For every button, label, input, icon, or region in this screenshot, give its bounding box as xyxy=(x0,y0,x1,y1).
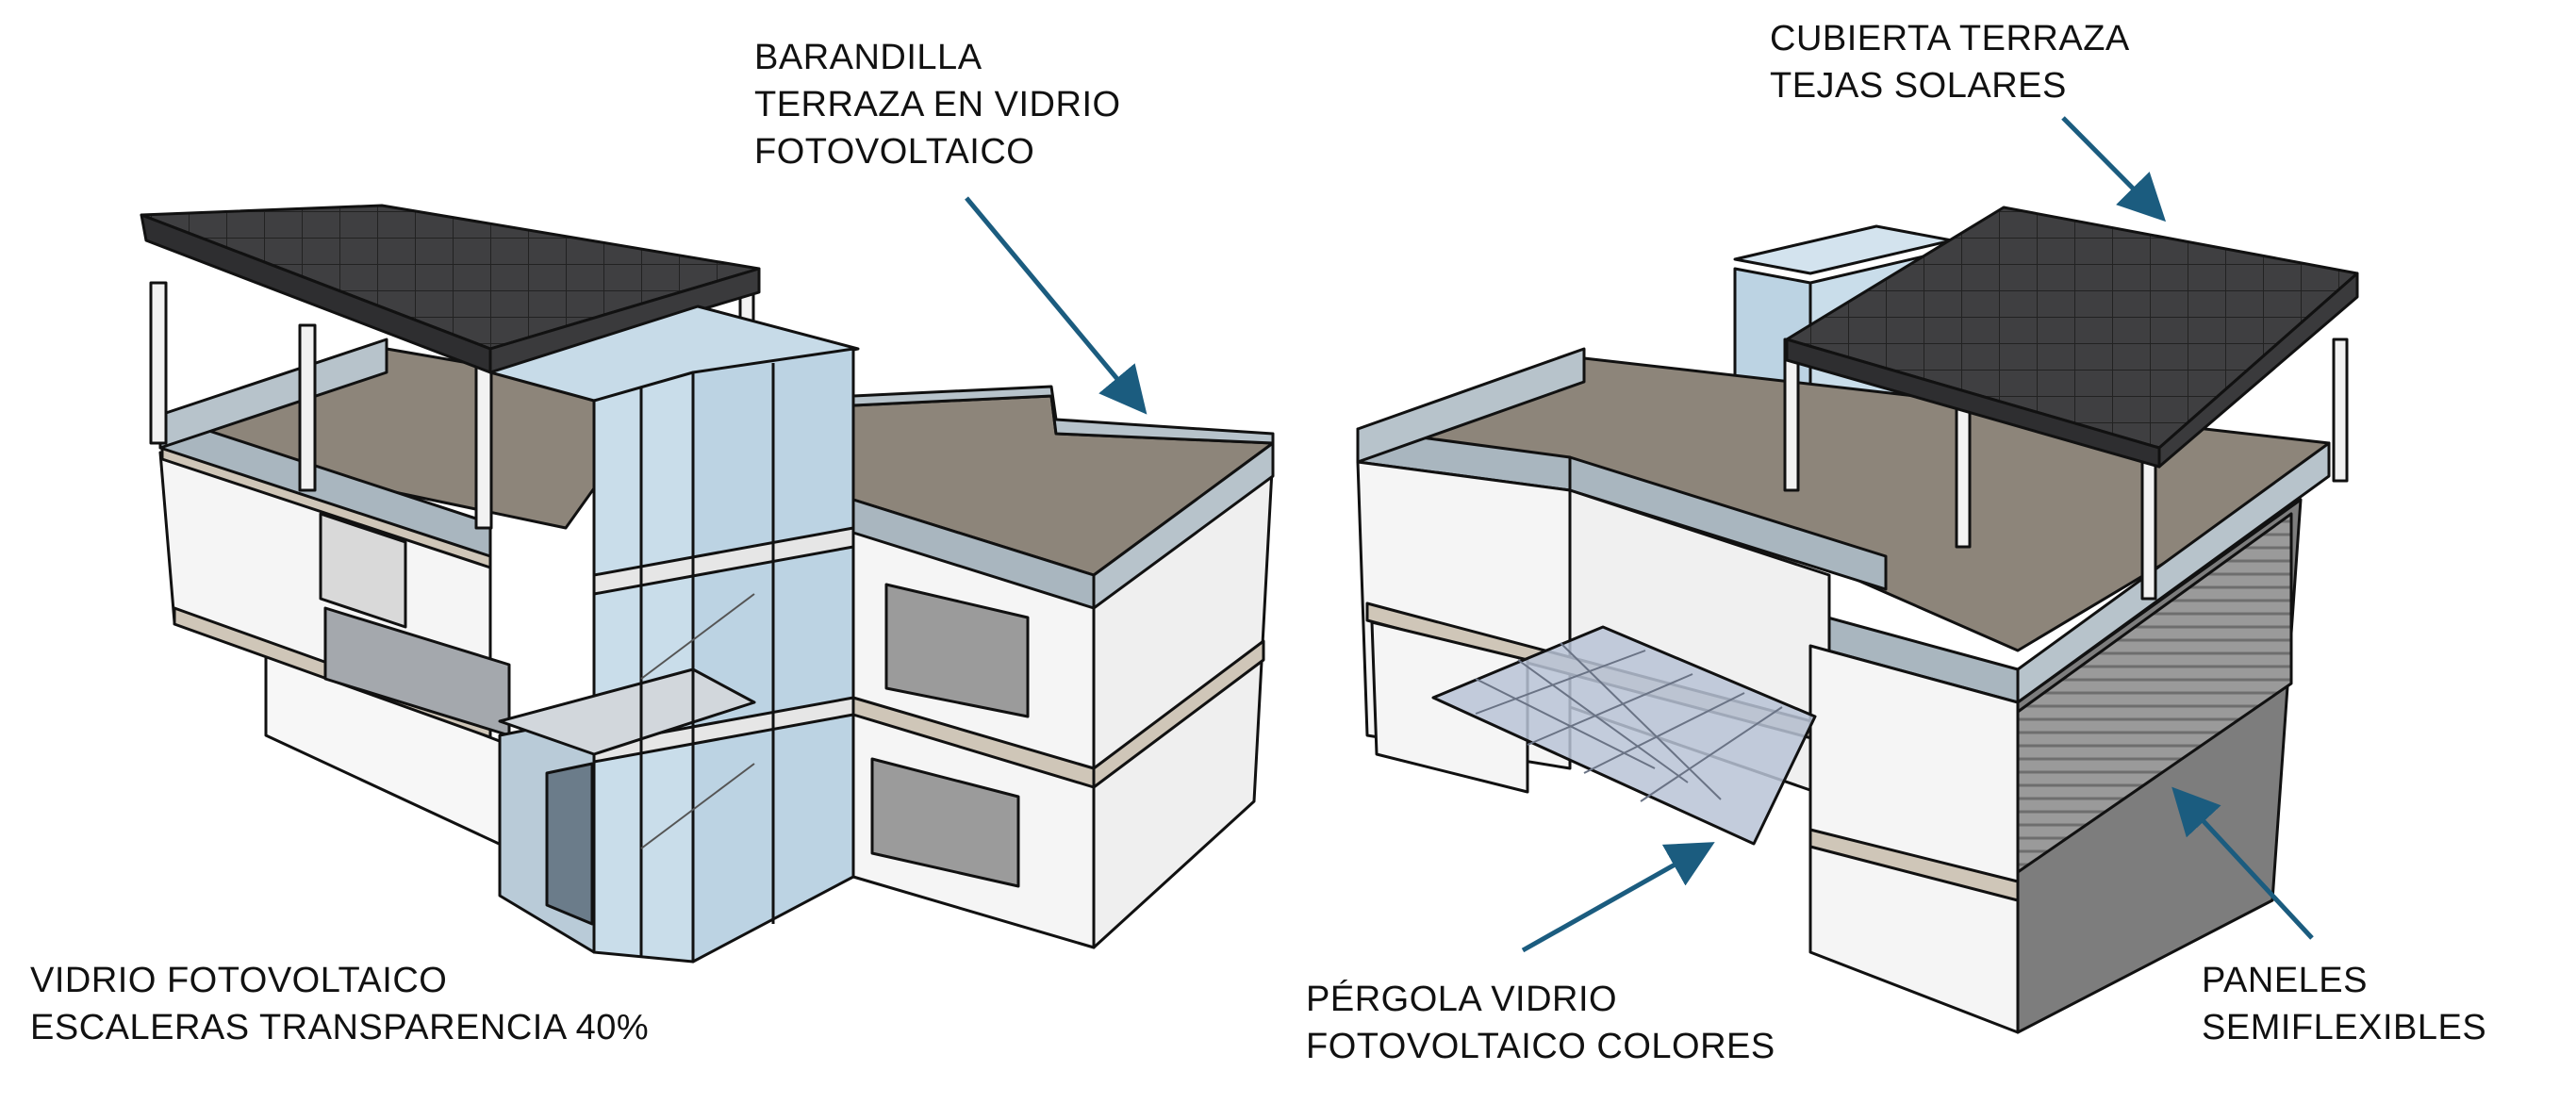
right-railing-back xyxy=(1356,347,1586,464)
label-paneles: PANELES SEMIFLEXIBLES xyxy=(2202,957,2486,1051)
label-pergola: PÉRGOLA VIDRIO FOTOVOLTAICO COLORES xyxy=(1306,976,1775,1070)
stair-tower-landing xyxy=(498,667,756,756)
stair-tower-top xyxy=(488,305,860,403)
arrow-cubierta xyxy=(2061,116,2167,222)
arrow-paneles xyxy=(2171,786,2314,940)
label-vidrio-escaleras: VIDRIO FOTOVOLTAICO ESCALERAS TRANSPAREN… xyxy=(30,957,649,1051)
label-cubierta: CUBIERTA TERRAZA TEJAS SOLARES xyxy=(1770,15,2130,109)
label-line: TEJAS SOLARES xyxy=(1770,66,2067,106)
glass-pergola-grid xyxy=(1475,642,1783,802)
right-solar-roof-edge-right xyxy=(2157,272,2359,469)
right-building xyxy=(1356,206,2359,1034)
label-line: FOTOVOLTAICO xyxy=(754,132,1035,172)
left-column-2 xyxy=(298,323,317,492)
right-railing-inner xyxy=(1568,455,1888,591)
left-wing-lower-wall xyxy=(1370,620,1529,794)
stair-flight-2 xyxy=(640,763,755,849)
label-line: SEMIFLEXIBLES xyxy=(2202,1008,2487,1047)
label-line: FOTOVOLTAICO COLORES xyxy=(1306,1027,1775,1066)
left-building xyxy=(140,204,1275,964)
stair-flight-1 xyxy=(640,593,755,680)
right-block-window-upper xyxy=(884,583,1030,718)
left-column-1 xyxy=(149,281,168,445)
stair-tower-lower-dark xyxy=(545,762,594,926)
label-line: PANELES xyxy=(2202,961,2368,1000)
right-block-railing-back xyxy=(851,385,1275,445)
semiflexible-panels xyxy=(2016,512,2293,874)
right-block-side-band xyxy=(1092,639,1265,789)
right-block-railing-side xyxy=(1092,441,1275,610)
label-line: ESCALERAS TRANSPARENCIA 40% xyxy=(30,1008,650,1047)
label-barandilla: BARANDILLA TERRAZA EN VIDRIO FOTOVOLTAIC… xyxy=(754,34,1121,175)
label-line: VIDRIO FOTOVOLTAICO xyxy=(30,961,448,1000)
right-column-4 xyxy=(2332,338,2349,483)
left-block-recess xyxy=(319,512,407,629)
left-solar-roof-edge-right xyxy=(488,267,761,374)
glass-pergola xyxy=(1431,625,1817,846)
right-block-window-lower xyxy=(870,757,1020,888)
callout-arrows xyxy=(965,116,2314,953)
label-line: BARANDILLA xyxy=(754,38,983,77)
stair-tower-left-face xyxy=(592,371,695,964)
label-line: CUBIERTA TERRAZA xyxy=(1770,19,2130,58)
arrow-pergola xyxy=(1521,842,1715,953)
left-column-3 xyxy=(474,366,493,530)
arrow-barandilla xyxy=(965,196,1148,415)
label-line: TERRAZA EN VIDRIO xyxy=(754,85,1121,124)
right-railing-side xyxy=(2016,441,2331,704)
label-line: PÉRGOLA VIDRIO xyxy=(1306,980,1618,1019)
